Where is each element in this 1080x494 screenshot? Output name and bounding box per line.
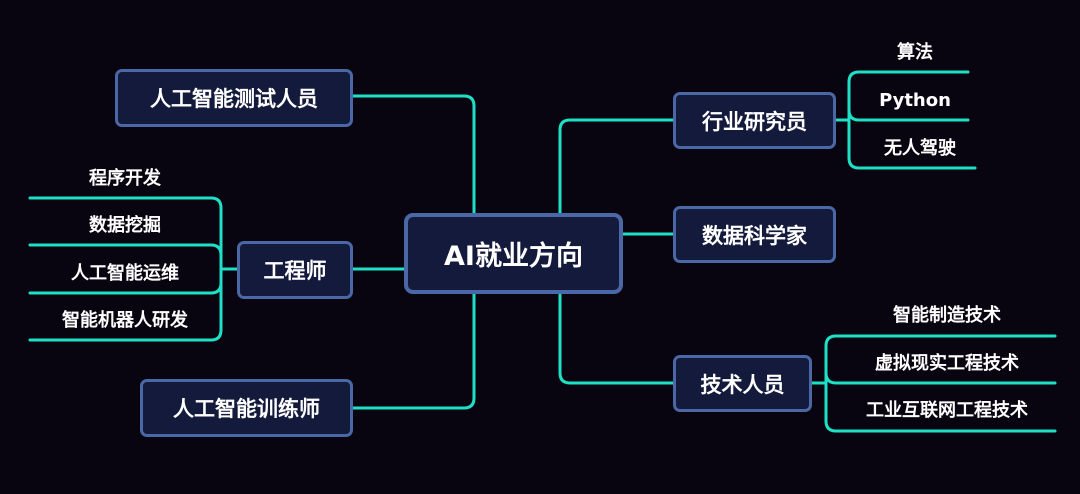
node-data-scientist[interactable]: 数据科学家 — [673, 206, 836, 263]
leaf-python[interactable]: Python — [852, 89, 978, 113]
leaf-robot-rd[interactable]: 智能机器人研发 — [30, 309, 220, 333]
connector-technician — [558, 292, 675, 385]
leaf-robot-rd-label: 智能机器人研发 — [62, 310, 188, 331]
center-node[interactable]: AI就业方向 — [404, 213, 623, 294]
leaf-autonomous-driving[interactable]: 无人驾驶 — [852, 137, 988, 161]
leaf-ai-ops-label: 人工智能运维 — [71, 263, 179, 284]
node-ai-trainer[interactable]: 人工智能训练师 — [140, 379, 353, 437]
leaf-program-dev[interactable]: 程序开发 — [30, 167, 220, 191]
leaf-python-label: Python — [879, 90, 951, 111]
node-data-scientist-label: 数据科学家 — [702, 223, 807, 248]
center-node-label: AI就业方向 — [444, 241, 583, 272]
node-industry-researcher[interactable]: 行业研究员 — [673, 92, 836, 149]
connector-trainer — [351, 292, 476, 410]
connector-researcher — [558, 118, 675, 215]
leaf-algorithm[interactable]: 算法 — [852, 41, 978, 65]
leaf-program-dev-label: 程序开发 — [89, 168, 161, 189]
connector-tester — [351, 94, 476, 215]
node-ai-trainer-label: 人工智能训练师 — [173, 397, 320, 421]
node-technician[interactable]: 技术人员 — [673, 355, 812, 412]
leaf-data-mining-label: 数据挖掘 — [89, 215, 161, 236]
leaf-smart-manufacturing[interactable]: 智能制造技术 — [829, 304, 1065, 328]
leaf-data-mining[interactable]: 数据挖掘 — [30, 214, 220, 238]
node-engineer[interactable]: 工程师 — [237, 241, 353, 299]
node-technician-label: 技术人员 — [700, 372, 785, 397]
leaf-ai-ops[interactable]: 人工智能运维 — [30, 262, 220, 286]
leaf-algorithm-label: 算法 — [897, 42, 933, 63]
node-industry-researcher-label: 行业研究员 — [702, 109, 807, 134]
leaf-smart-manufacturing-label: 智能制造技术 — [893, 305, 1001, 326]
node-ai-tester-label: 人工智能测试人员 — [150, 87, 318, 111]
node-engineer-label: 工程师 — [263, 259, 327, 283]
leaf-vr-engineering[interactable]: 虚拟现实工程技术 — [829, 352, 1065, 376]
leaf-iiot-engineering[interactable]: 工业互联网工程技术 — [829, 399, 1065, 423]
node-ai-tester[interactable]: 人工智能测试人员 — [115, 69, 353, 127]
leaf-autonomous-driving-label: 无人驾驶 — [884, 138, 956, 159]
leaf-vr-engineering-label: 虚拟现实工程技术 — [875, 353, 1019, 374]
leaf-iiot-engineering-label: 工业互联网工程技术 — [866, 400, 1028, 421]
